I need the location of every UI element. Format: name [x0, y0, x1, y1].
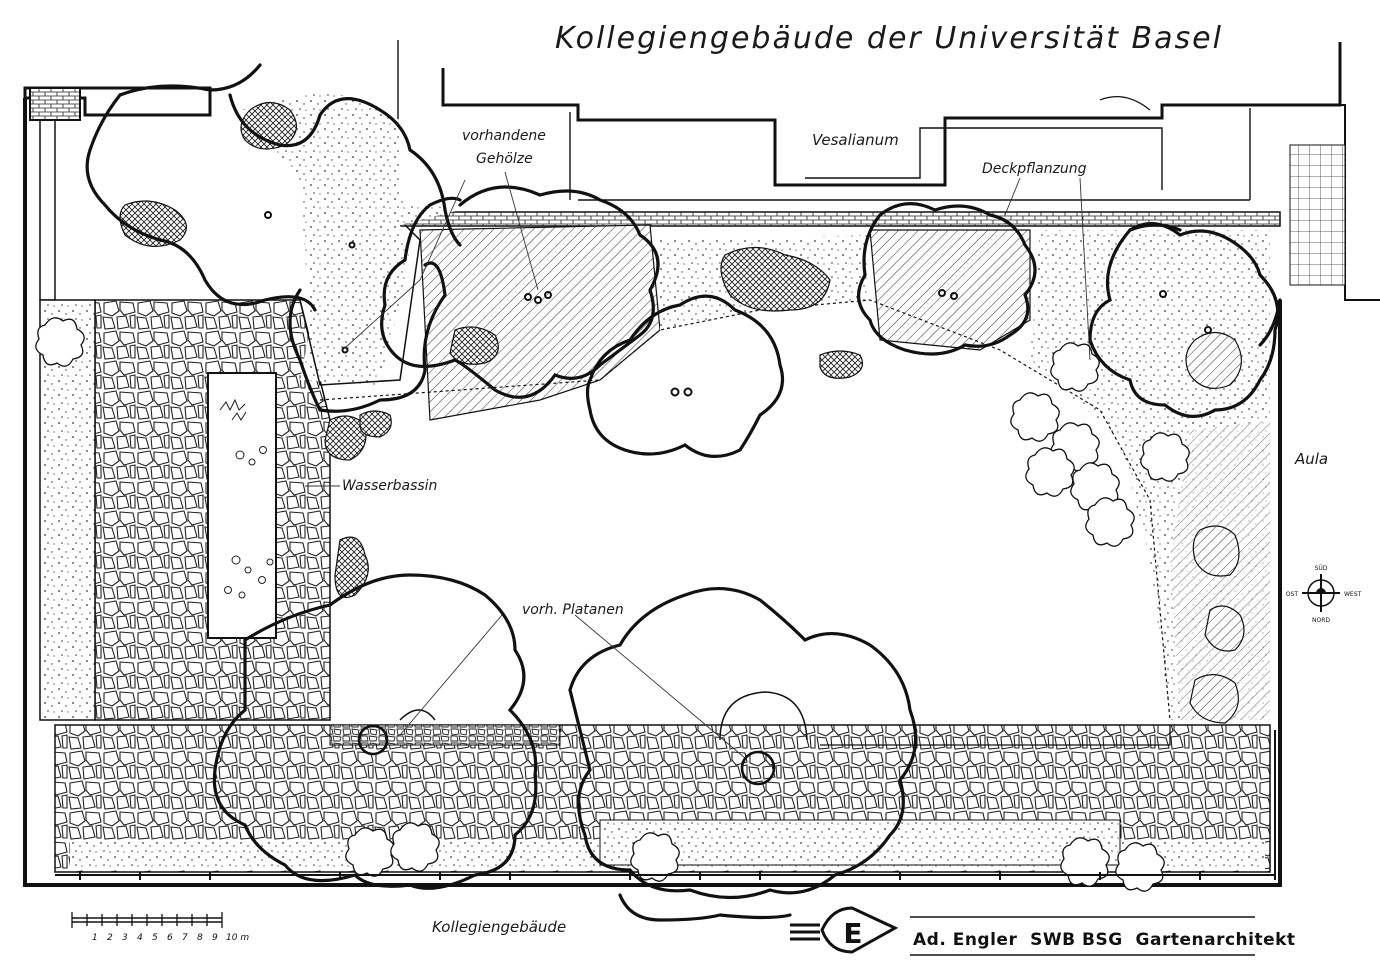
scale-tick-10m: 10 m [226, 933, 249, 943]
scale-tick-6: 6 [167, 933, 173, 943]
label-kollegiengebaeude-bottom: Kollegiengebäude [432, 918, 566, 936]
label-vesalianum: Vesalianum [812, 131, 899, 149]
signature-text: Ad. Engler SWB BSG Gartenarchitekt [913, 930, 1296, 950]
plan-title: Kollegiengebäude der Universität Basel [555, 21, 1223, 56]
scale-tick-7: 7 [182, 933, 188, 943]
scale-tick-9: 9 [212, 933, 218, 943]
signature-rules [910, 916, 1255, 956]
scale-tick-5: 5 [152, 933, 158, 943]
label-vorhandene: vorhandene [462, 128, 546, 144]
tree-canopies [85, 63, 1282, 922]
leader-lines [305, 171, 1091, 759]
scale-tick-2: 2 [107, 933, 113, 943]
bottom-wall [55, 360, 1282, 880]
scale-tick-4: 4 [137, 933, 143, 943]
label-deckpflanzung: Deckpflanzung [982, 161, 1087, 177]
water-basin [207, 372, 277, 639]
scale-tick-3: 3 [122, 933, 128, 943]
vesalianum-building [441, 42, 1342, 201]
compass-east-label: WEST [1344, 591, 1362, 598]
compass-north-label: NORD [1312, 617, 1330, 624]
label-aula: Aula [1294, 450, 1328, 468]
tree-trunks [264, 211, 1212, 786]
compass-south-label: SÜD [1315, 565, 1328, 572]
flowering-shrubs [35, 317, 1190, 892]
compass-west-label: OST [1286, 591, 1299, 598]
compass-rose: SÜD NORD OST WEST [1286, 565, 1362, 624]
scale-bar: 1 2 3 4 5 6 7 8 9 10 m [71, 912, 249, 943]
label-gehoelze: Gehölze [476, 151, 533, 167]
entrance-letter: E [843, 917, 862, 950]
label-wasserbassin: Wasserbassin [342, 478, 437, 494]
entrance-marker: E [790, 906, 899, 954]
label-vorh-platanen: vorh. Platanen [522, 602, 624, 618]
shrub-groups [119, 96, 1245, 724]
scale-tick-1: 1 [92, 933, 98, 943]
scale-tick-8: 8 [197, 933, 203, 943]
